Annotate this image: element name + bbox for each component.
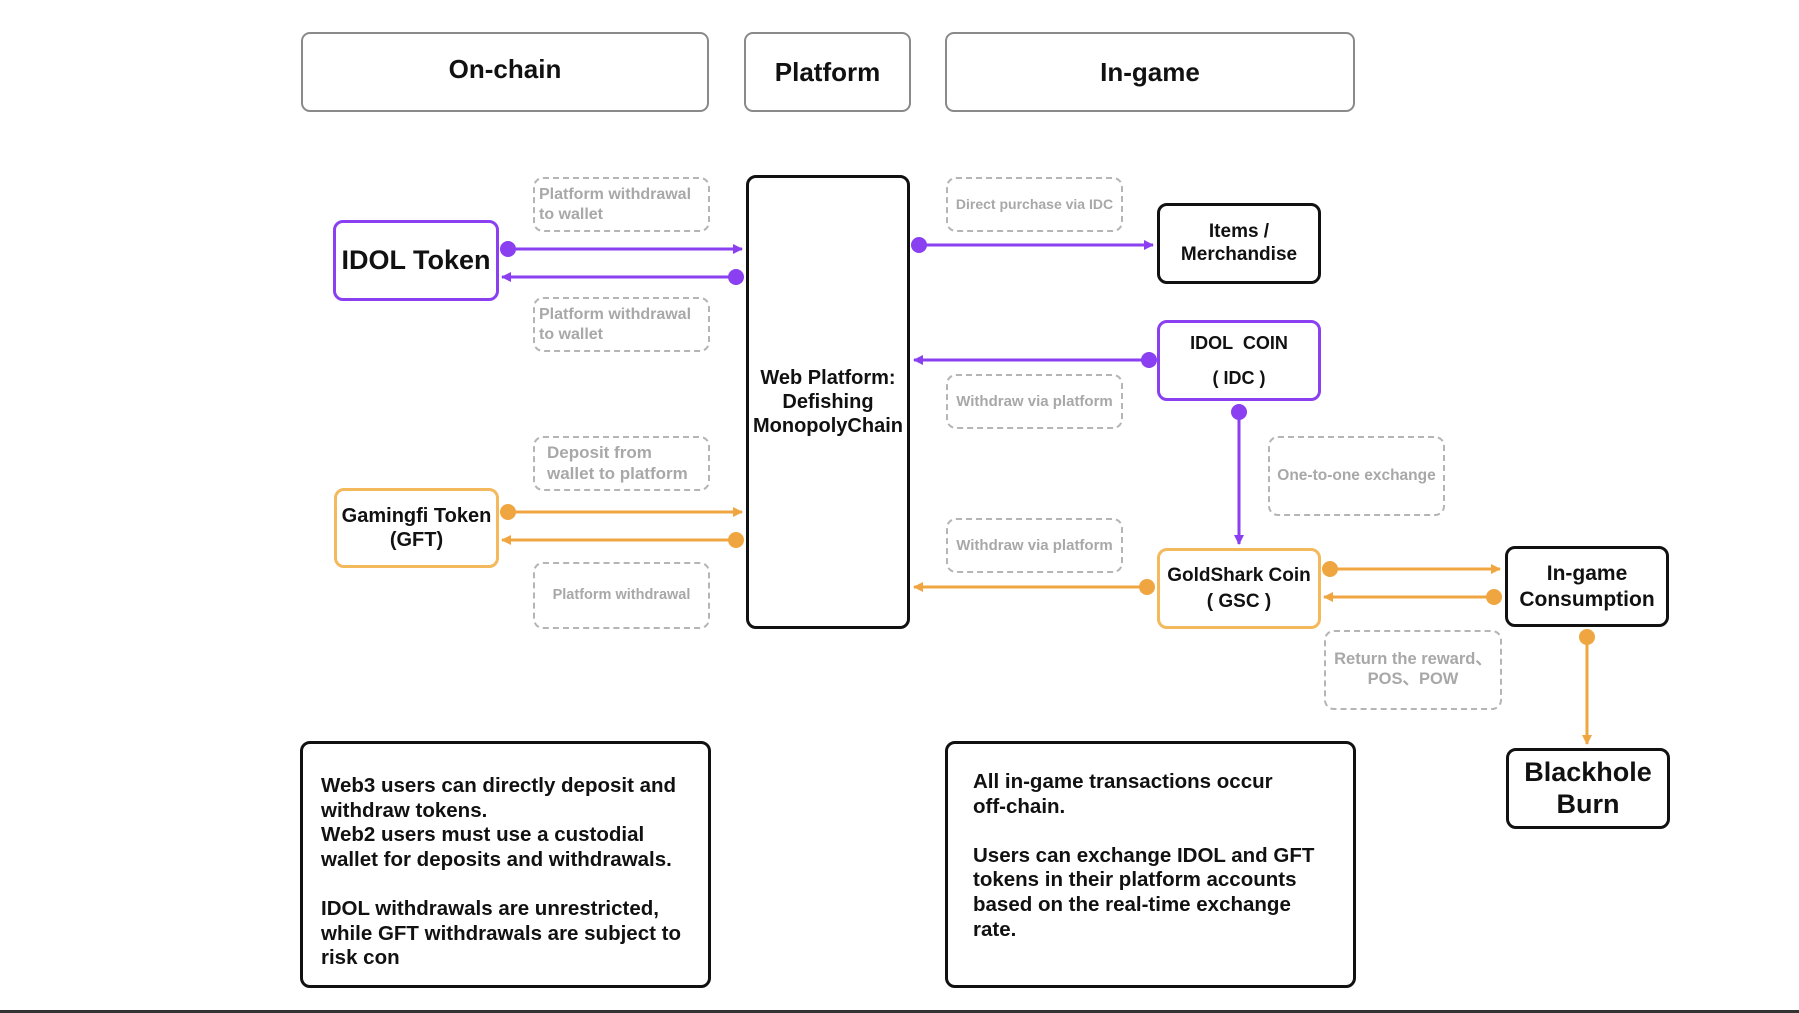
web-platform-node: Web Platform: Defishing MonopolyChain — [746, 175, 910, 629]
consumption-to-gsc-arrow — [1323, 589, 1502, 605]
header-platform: Platform — [744, 32, 911, 112]
consumption-to-blackhole-arrow — [1579, 629, 1595, 745]
idol-coin-node: IDOL COIN ( IDC ) — [1157, 320, 1321, 401]
blackhole-burn-node: Blackhole Burn — [1506, 748, 1670, 829]
platform-to-idol-arrow — [501, 269, 744, 285]
idol-token-node: IDOL Token — [333, 220, 499, 301]
goldshark-coin-node: GoldShark Coin ( GSC ) — [1157, 548, 1321, 629]
idol-coin-symbol: ( IDC ) — [1212, 367, 1266, 388]
bottom-border-line — [0, 1010, 1799, 1013]
label-gsc-withdraw: Withdraw via platform — [946, 518, 1123, 573]
items-merchandise-node: Items / Merchandise — [1157, 203, 1321, 284]
goldshark-coin-symbol: ( GSC ) — [1206, 590, 1272, 612]
idol-to-platform-arrow — [500, 241, 743, 257]
header-onchain: On-chain — [301, 32, 709, 112]
idc-to-platform-arrow — [913, 352, 1157, 368]
gamingfi-token-node: Gamingfi Token (GFT) — [334, 488, 499, 568]
label-gft-deposit: Deposit from wallet to platform — [533, 436, 710, 491]
label-one-to-one-exchange: One-to-one exchange — [1268, 436, 1445, 516]
label-direct-purchase: Direct purchase via IDC — [946, 177, 1123, 232]
header-ingame: In-game — [945, 32, 1355, 112]
platform-to-items-arrow — [911, 237, 1154, 253]
label-idc-withdraw: Withdraw via platform — [946, 374, 1123, 429]
gsc-to-consumption-arrow — [1322, 561, 1501, 577]
ingame-consumption-node: In-game Consumption — [1505, 546, 1669, 627]
idc-to-gsc-arrow — [1231, 404, 1247, 545]
goldshark-coin-name: GoldShark Coin — [1167, 564, 1311, 586]
idol-coin-name: IDOL COIN — [1190, 333, 1288, 354]
ingame-note-text: All in-game transactions occur off-chain… — [973, 770, 1315, 941]
gft-to-platform-arrow — [500, 504, 743, 520]
onchain-note-text: Web3 users can directly deposit and with… — [321, 774, 681, 970]
platform-to-gft-arrow — [501, 532, 744, 548]
gsc-to-platform-arrow — [913, 579, 1155, 595]
label-gft-withdrawal: Platform withdrawal — [533, 562, 710, 629]
ingame-note: All in-game transactions occur off-chain… — [945, 741, 1356, 988]
onchain-note: Web3 users can directly deposit and with… — [300, 741, 711, 988]
label-idol-withdrawal-top: Platform withdrawal to wallet — [533, 177, 710, 232]
label-return-reward: Return the reward、 POS、POW — [1324, 630, 1502, 710]
label-idol-withdrawal-bottom: Platform withdrawal to wallet — [533, 297, 710, 352]
